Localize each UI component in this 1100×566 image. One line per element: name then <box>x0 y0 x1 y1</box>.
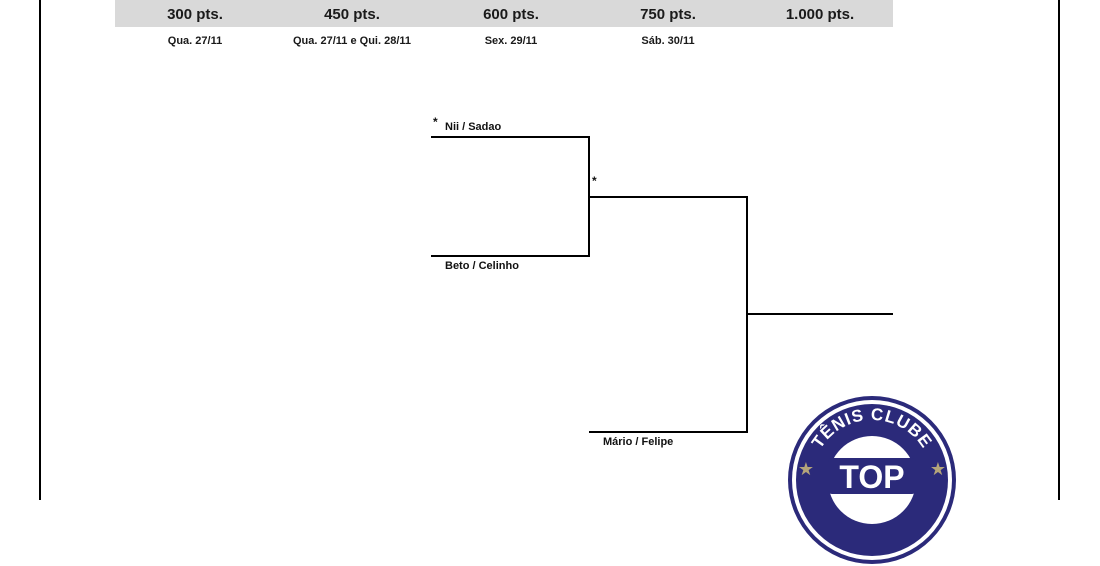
bracket-line-beto-celinho <box>431 255 590 257</box>
club-logo: TÊNIS CLUBE ★ ★ TOP <box>788 396 956 564</box>
player-pair-nii-sadao: Nii / Sadao <box>445 121 502 133</box>
star-icon: ★ <box>930 459 946 479</box>
round-1-points: 300 pts. <box>167 6 223 23</box>
player-pair-beto-celinho: Beto / Celinho <box>445 260 519 272</box>
bracket-line-match1-winner <box>588 196 748 198</box>
bracket-line-final <box>746 313 893 315</box>
seed-marker: * <box>433 115 438 129</box>
round-3-date: Sex. 29/11 <box>484 35 538 47</box>
frame-right-border <box>1058 0 1060 500</box>
round-1-date: Qua. 27/11 <box>167 35 223 47</box>
frame-left-border <box>39 0 41 500</box>
winner-seed-marker: * <box>592 174 597 188</box>
star-icon: ★ <box>798 459 814 479</box>
player-pair-mario-felipe: Mário / Felipe <box>603 436 674 448</box>
bracket-line-nii-sadao <box>431 136 590 138</box>
round-2-points: 450 pts. <box>324 6 380 23</box>
round-2-date: Qua. 27/11 e Qui. 28/11 <box>292 35 412 47</box>
round-5-points: 1.000 pts. <box>785 6 855 23</box>
round-4-points: 750 pts. <box>640 6 696 23</box>
round-points-band <box>115 0 893 27</box>
round-3-points: 600 pts. <box>483 6 539 23</box>
logo-monogram: TOP <box>839 459 904 495</box>
bracket-line-mario-felipe <box>589 431 748 433</box>
round-4-date: Sáb. 30/11 <box>641 35 695 47</box>
